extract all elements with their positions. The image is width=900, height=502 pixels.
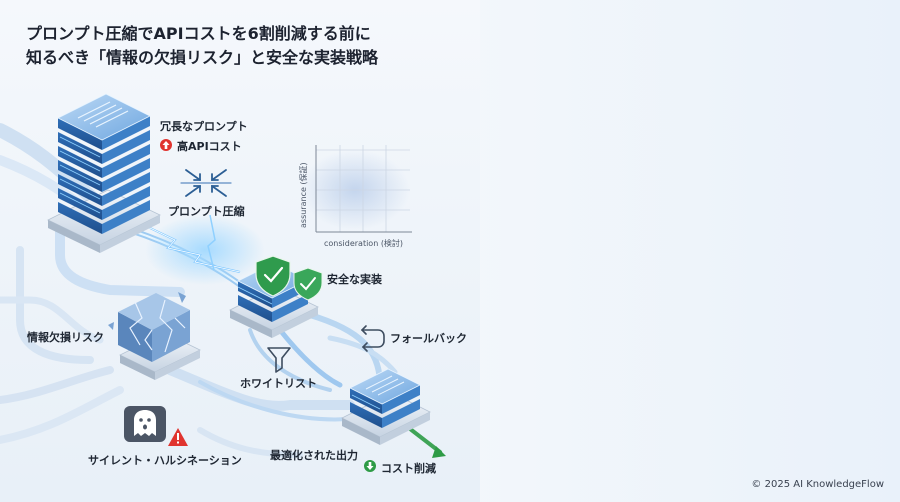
whitelist-label: ホワイトリスト xyxy=(240,377,317,390)
prompt-compression-label: プロンプト圧縮 xyxy=(168,205,245,218)
optimized-output-label: 最適化された出力 xyxy=(270,449,358,462)
silent-hallucination-label: サイレント・ハルシネーション xyxy=(88,454,242,467)
page-title: プロンプト圧縮でAPIコストを6割削減する前に 知るべき「情報の欠損リスク」と安… xyxy=(26,22,466,70)
cost-reduction-arrow xyxy=(432,446,446,458)
info-loss-cube xyxy=(108,292,201,380)
energy-bolt xyxy=(145,214,265,285)
up-arrow-icon xyxy=(160,139,172,151)
high-api-cost-label: 高APIコスト xyxy=(177,140,242,153)
copyright-text: © 2025 AI KnowledgeFlow xyxy=(751,479,884,490)
x-axis-label: consideration (検討) xyxy=(324,238,403,248)
cost-reduction-label: コスト削減 xyxy=(381,462,436,475)
title-line-2: 知るべき「情報の欠損リスク」と安全な実装戦略 xyxy=(26,48,379,67)
compress-icon xyxy=(180,169,232,197)
fallback-label: フォールバック xyxy=(390,332,467,345)
info-loss-risk-label: 情報欠損リスク xyxy=(27,331,104,344)
verbose-prompt-server-stack xyxy=(47,93,161,253)
ghost-icon xyxy=(124,406,166,442)
safe-implementation-label: 安全な実装 xyxy=(327,273,382,286)
down-arrow-icon xyxy=(364,460,376,472)
shield-icon xyxy=(255,255,291,297)
filter-icon xyxy=(267,347,291,373)
verbose-prompt-label: 冗長なプロンプト xyxy=(160,120,248,133)
optimized-output-stack xyxy=(341,368,431,445)
y-axis-label: assurance (保証) xyxy=(298,162,308,228)
title-line-1: プロンプト圧縮でAPIコストを6割削減する前に xyxy=(26,24,371,43)
warning-icon xyxy=(168,428,188,446)
assurance-quadrant-plot: assurance (保証) consideration (検討) xyxy=(298,145,412,248)
fallback-icon xyxy=(360,325,385,352)
check-icon xyxy=(293,267,323,301)
